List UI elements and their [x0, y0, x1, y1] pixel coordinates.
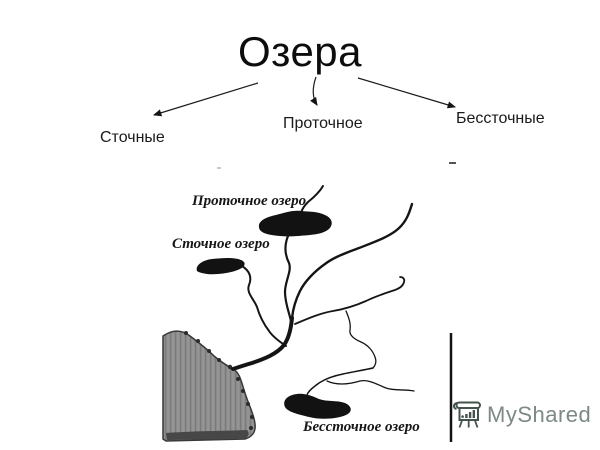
label-flow-through-lake: Проточное озеро [192, 193, 307, 209]
myshared-watermark: MyShared [450, 398, 592, 434]
branch-label-protochnoe: Проточное [283, 115, 363, 132]
endorheic-inflow-branch [326, 379, 415, 392]
river-outflow-flow-through [283, 234, 293, 323]
label-endorheic-lake: Бессточное озеро [303, 419, 420, 435]
coast-ridge-rocks [184, 331, 254, 430]
scan-artifacts [217, 162, 456, 169]
flipchart-legs [458, 420, 479, 428]
label-outflow-lake: Сточное озеро [172, 236, 270, 252]
main-river-upper [290, 202, 414, 320]
branch-label-stochnye: Сточные [100, 129, 165, 146]
slide-title: Озера [237, 28, 363, 75]
outflow-lake-shape [196, 258, 245, 275]
right-tributary [294, 276, 406, 325]
lake-shapes [196, 210, 351, 419]
endorheic-inflow [306, 367, 374, 396]
arrow-to-besstochnye [357, 77, 457, 109]
river-outflow-outflow-lake [241, 265, 287, 347]
myshared-logo-text: MyShared [487, 402, 592, 427]
arrow-to-stochnye [152, 82, 259, 117]
squiggle-stream [345, 310, 377, 369]
branch-arrows [152, 76, 457, 117]
endorheic-lake-shape [284, 393, 351, 419]
flow-through-lake-shape [258, 210, 332, 237]
main-river-trunk [231, 316, 294, 371]
flipchart-icon [453, 401, 481, 428]
branch-label-besstochnye: Бессточные [456, 110, 545, 127]
river-network [231, 185, 415, 396]
coast-shape [162, 330, 256, 442]
arrow-to-protochnoe [310, 76, 318, 106]
flipchart-bars [461, 410, 475, 418]
river-inflow-flow-through [300, 185, 324, 214]
